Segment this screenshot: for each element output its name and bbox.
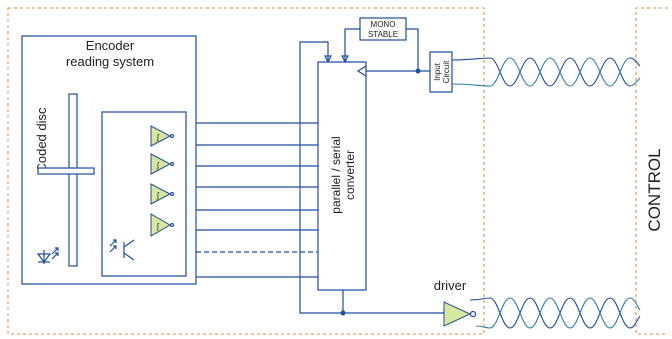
serial-data-wire <box>299 290 444 314</box>
serial-data-junction-dot <box>340 310 346 316</box>
coded-disc-shaft <box>68 93 78 267</box>
comparator-icon: ʃ <box>150 153 175 175</box>
parallel-bus-lines <box>196 122 318 278</box>
encoder-title-line1: Encoder <box>86 38 135 53</box>
phototransistor-icon <box>109 239 135 261</box>
data-twisted-pair <box>469 297 641 329</box>
clock-input-marker <box>356 65 367 77</box>
svg-text:ʃ: ʃ <box>156 191 160 200</box>
clock-twisted-pair <box>451 57 641 87</box>
monostable-output-arrow <box>341 55 349 64</box>
encoder-title-line2: reading system <box>66 54 154 69</box>
clock-junction-dot <box>415 68 421 74</box>
input-circuit-label-line1: Input <box>433 62 442 81</box>
converter-trigger-arrow <box>324 55 332 64</box>
comparator-icon: ʃ <box>150 213 175 237</box>
comparator-icon: ʃ <box>150 183 175 205</box>
monostable-label-line2: STABLE <box>368 30 398 39</box>
monostable-output-wire <box>344 28 360 62</box>
control-enclosure-border <box>635 7 668 335</box>
monostable-input-wire <box>406 28 419 71</box>
line-driver-icon <box>443 301 477 327</box>
converter-label-line2: converter <box>343 150 357 200</box>
parallel-serial-converter-box <box>317 61 367 291</box>
input-circuit-box <box>429 51 453 93</box>
svg-text:ʃ: ʃ <box>156 133 160 142</box>
coded-disc-hub <box>37 167 95 175</box>
monostable-label-line1: MONO <box>371 20 396 29</box>
led-emitter-icon <box>36 247 59 264</box>
svg-text:ʃ: ʃ <box>156 222 160 231</box>
encoder-enclosure-border <box>7 7 485 335</box>
svg-text:ʃ: ʃ <box>156 161 160 170</box>
comparator-icon: ʃ <box>150 125 175 147</box>
coded-disc-label: Coded disc <box>34 107 49 173</box>
converter-label-line1: parallel / serial <box>329 136 343 213</box>
input-circuit-label-line2: Circuit <box>442 60 451 83</box>
monostable-trigger-wire <box>299 41 329 290</box>
driver-label: driver <box>434 278 467 293</box>
control-label: CONTROL <box>645 148 664 231</box>
